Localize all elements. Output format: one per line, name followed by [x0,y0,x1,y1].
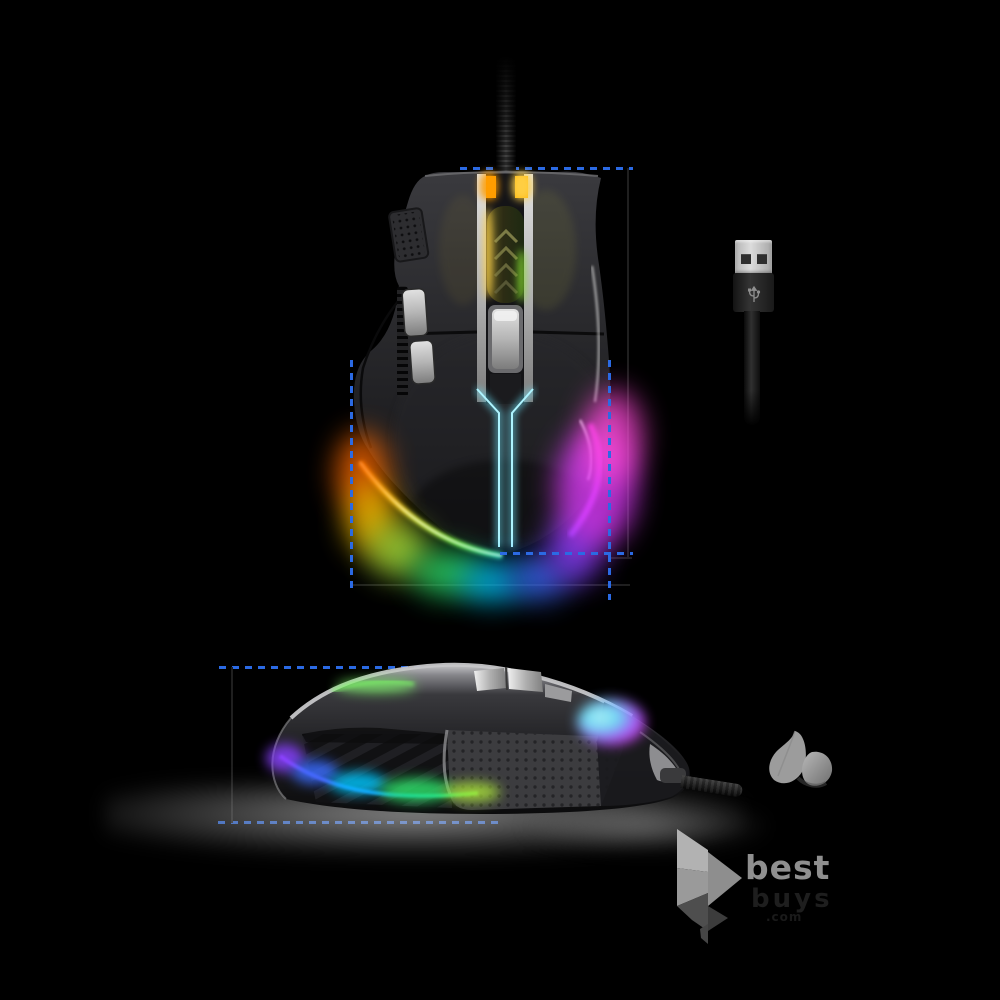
side-top-buttons [474,666,572,702]
usb-contact-slot [741,254,751,264]
feather-lightweight-icon [769,730,833,788]
strip-glow-cyan [330,772,386,794]
mouse-top-view [353,171,617,570]
strip-glow-lime [444,782,500,802]
wheel-glow-left [484,208,492,298]
dimension-line-bottom-width [500,552,633,555]
watermark-text-com: .com [766,910,803,924]
usb-trident-icon [748,285,761,302]
extension-line-side-vertical [231,667,233,823]
cable-fade-overlay [494,0,518,160]
ring-glow-pink [584,390,642,484]
watermark-cube-mark [677,829,742,944]
side-buttons [401,287,436,385]
dimension-line-side-top [219,666,477,669]
usb-housing [733,273,774,312]
watermark-text-buys: buys [751,884,833,914]
usb-cable-fade [742,390,762,430]
dpi-button [488,305,523,373]
hump-glow-green [336,680,416,692]
extension-line-short-horizontal [609,557,632,559]
watermark-text-best: best [745,848,831,887]
y-shaped-light [475,387,535,547]
strip-glow-green [380,778,452,802]
scrollwheel-dome-glow [577,699,645,745]
wheel-glow-right [518,250,525,302]
dimension-line-left-height [350,360,353,594]
usb-metal-shell [735,240,772,274]
usb-contact-slot [757,254,767,264]
slot-glow-left [480,172,498,200]
slot-glow-right [512,172,532,200]
extension-line-right-vertical [627,168,629,558]
dimension-line-top-width [460,167,633,170]
dimension-line-right-height [608,360,611,600]
side-grip-pad [388,207,430,263]
